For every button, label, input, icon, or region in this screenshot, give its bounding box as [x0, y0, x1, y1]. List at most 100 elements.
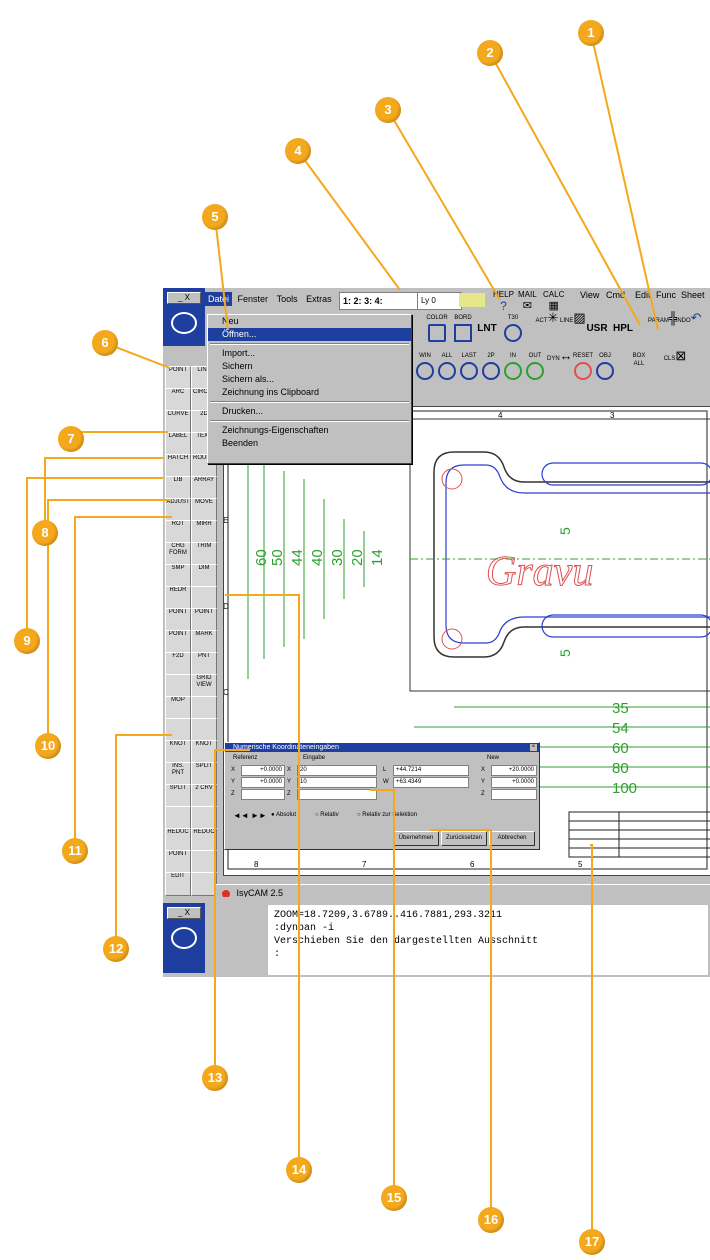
menu-item-oeffnen[interactable]: Öffnen... — [208, 328, 411, 341]
menu-extras[interactable]: Extras — [306, 294, 332, 304]
act-button[interactable]: ACT✳ — [535, 311, 559, 344]
zoom-in-button[interactable]: IN — [501, 352, 525, 382]
input-z-field[interactable] — [297, 789, 377, 800]
zoom-win-button[interactable]: WIN — [413, 352, 437, 382]
zoom-dyn-button[interactable]: DYN↔ — [547, 349, 573, 382]
cmd-system-box[interactable]: _ X — [163, 903, 205, 973]
palette-button[interactable]: INS. PNT — [165, 762, 191, 786]
layer-3[interactable]: 3: — [364, 296, 373, 306]
palette-button[interactable]: F2D — [165, 652, 191, 676]
layer-1[interactable]: 1: — [343, 296, 352, 306]
palette-button[interactable]: LIB — [165, 476, 191, 500]
menu-item-eigenschaften[interactable]: Zeichnungs-Eigenschaften — [222, 425, 329, 435]
view-button[interactable]: View — [580, 290, 599, 300]
t30-button[interactable]: T30 — [501, 314, 525, 344]
line-button[interactable]: LINE▨ — [560, 311, 586, 344]
menu-item-neu[interactable]: Neu — [222, 316, 239, 326]
ref-x-field[interactable]: +0.0000 — [241, 765, 285, 776]
palette-button[interactable]: POINT — [191, 608, 217, 632]
bord-button[interactable]: BORD — [451, 314, 475, 344]
palette-button[interactable]: EDIT — [165, 872, 191, 896]
system-menu-box[interactable]: _ X — [163, 288, 205, 346]
undo-button[interactable]: UNDO↶ — [673, 311, 702, 344]
palette-button[interactable]: POINT — [165, 366, 191, 390]
palette-button[interactable]: MOVE — [191, 498, 217, 522]
palette-button[interactable]: MOP — [165, 696, 191, 720]
layer-color-swatch[interactable] — [459, 293, 485, 307]
layer-2[interactable]: 2: — [353, 296, 362, 306]
menu-item-sichern[interactable]: Sichern — [222, 361, 253, 371]
zoom-last-button[interactable]: LAST — [457, 352, 481, 382]
rewind-icon[interactable]: ◄◄ — [233, 811, 249, 820]
palette-button[interactable]: KNOT — [191, 740, 217, 764]
func-button[interactable]: Func — [656, 290, 676, 300]
palette-button[interactable] — [191, 696, 217, 720]
length-l-field[interactable]: +44.7214 — [393, 765, 469, 776]
palette-button[interactable]: REDUC — [165, 828, 191, 852]
box-all-button[interactable]: BOX ALL — [627, 352, 651, 382]
command-output[interactable]: ZOOM=18.7209,3.6789..416.7881,293.3211 :… — [268, 905, 708, 975]
zoom-2p-button[interactable]: 2P — [479, 352, 503, 382]
mode-relativ[interactable]: ○ Relativ — [315, 812, 339, 818]
color-button[interactable]: COLOR — [425, 314, 449, 344]
palette-button[interactable]: 2 CRV — [191, 784, 217, 808]
lnt-button[interactable]: LNT — [475, 314, 499, 344]
layer-selector[interactable]: 1: 2: 3: 4: — [339, 292, 433, 310]
menu-item-beenden[interactable]: Beenden — [222, 438, 259, 448]
input-y-field[interactable]: 10 — [297, 777, 377, 788]
dialog-close-icon[interactable]: × — [530, 744, 537, 751]
calc-button[interactable]: CALC▦ — [543, 290, 564, 312]
menu-fenster[interactable]: Fenster — [237, 294, 269, 304]
palette-button[interactable]: REDUC — [191, 828, 217, 852]
palette-button[interactable]: CURVE — [165, 410, 191, 434]
zoom-obj-button[interactable]: OBJ — [593, 352, 617, 382]
layer-4[interactable]: 4: — [374, 296, 383, 306]
hpl-button[interactable]: HPL — [611, 314, 635, 344]
zoom-all-button[interactable]: ALL — [435, 352, 459, 382]
palette-button[interactable]: MARK — [191, 630, 217, 654]
palette-button[interactable]: ARRAY — [191, 476, 217, 500]
reset-button[interactable]: Zurücksetzen — [441, 831, 487, 846]
zoom-out-button[interactable]: OUT — [523, 352, 547, 382]
cancel-button[interactable]: Abbrechen — [489, 831, 535, 846]
length-w-field[interactable]: +63.4349 — [393, 777, 469, 788]
palette-button[interactable]: MIRR — [191, 520, 217, 544]
palette-button[interactable]: LABEL — [165, 432, 191, 456]
mail-button[interactable]: MAIL✉ — [518, 290, 537, 312]
mode-absolut[interactable]: ● Absolut — [271, 812, 296, 818]
ref-z-field[interactable] — [241, 789, 285, 800]
param-button[interactable]: PARAM╬ — [648, 312, 677, 344]
menu-item-import[interactable]: Import... — [222, 348, 256, 358]
usr-button[interactable]: USR — [585, 314, 609, 344]
palette-button[interactable] — [191, 718, 217, 742]
palette-button[interactable] — [191, 806, 217, 830]
zoom-reset-button[interactable]: RESET — [571, 352, 595, 382]
menu-tools[interactable]: Tools — [276, 294, 298, 304]
forward-icon[interactable]: ►► — [251, 811, 267, 820]
cls-button[interactable]: CLS⊠ — [663, 349, 687, 382]
palette-button[interactable]: SPLIT — [165, 784, 191, 808]
palette-button[interactable]: TRIM — [191, 542, 217, 566]
menu-item-drucken[interactable]: Drucken... — [222, 406, 264, 416]
cmd-window-controls[interactable]: _ X — [167, 907, 201, 919]
cmd-button[interactable]: Cmd — [606, 290, 625, 300]
sheet-button[interactable]: Sheet — [681, 290, 705, 300]
palette-button[interactable]: GRID VIEW — [191, 674, 217, 698]
new-z-field[interactable] — [491, 789, 537, 800]
mode-relativ-selektion[interactable]: ○ Relativ zur Selektion — [357, 812, 417, 818]
palette-button[interactable]: DIM — [191, 564, 217, 588]
ref-y-field[interactable]: +0.0000 — [241, 777, 285, 788]
help-button[interactable]: HELP? — [493, 290, 514, 313]
layer-field[interactable]: Ly 0 — [417, 292, 462, 310]
new-x-field[interactable]: +20.0000 — [491, 765, 537, 776]
palette-button[interactable] — [165, 806, 191, 830]
new-y-field[interactable]: +0.0000 — [491, 777, 537, 788]
menu-item-clipboard[interactable]: Zeichnung ins Clipboard — [222, 387, 320, 397]
input-x-field[interactable]: 20 — [297, 765, 377, 776]
edit-button[interactable]: Edit — [635, 290, 651, 300]
palette-button[interactable]: SMP — [165, 564, 191, 588]
palette-button[interactable] — [191, 850, 217, 874]
menu-item-sichern-als[interactable]: Sichern als... — [222, 374, 275, 384]
window-controls[interactable]: _ X — [167, 292, 201, 304]
palette-button[interactable]: ARC — [165, 388, 191, 412]
